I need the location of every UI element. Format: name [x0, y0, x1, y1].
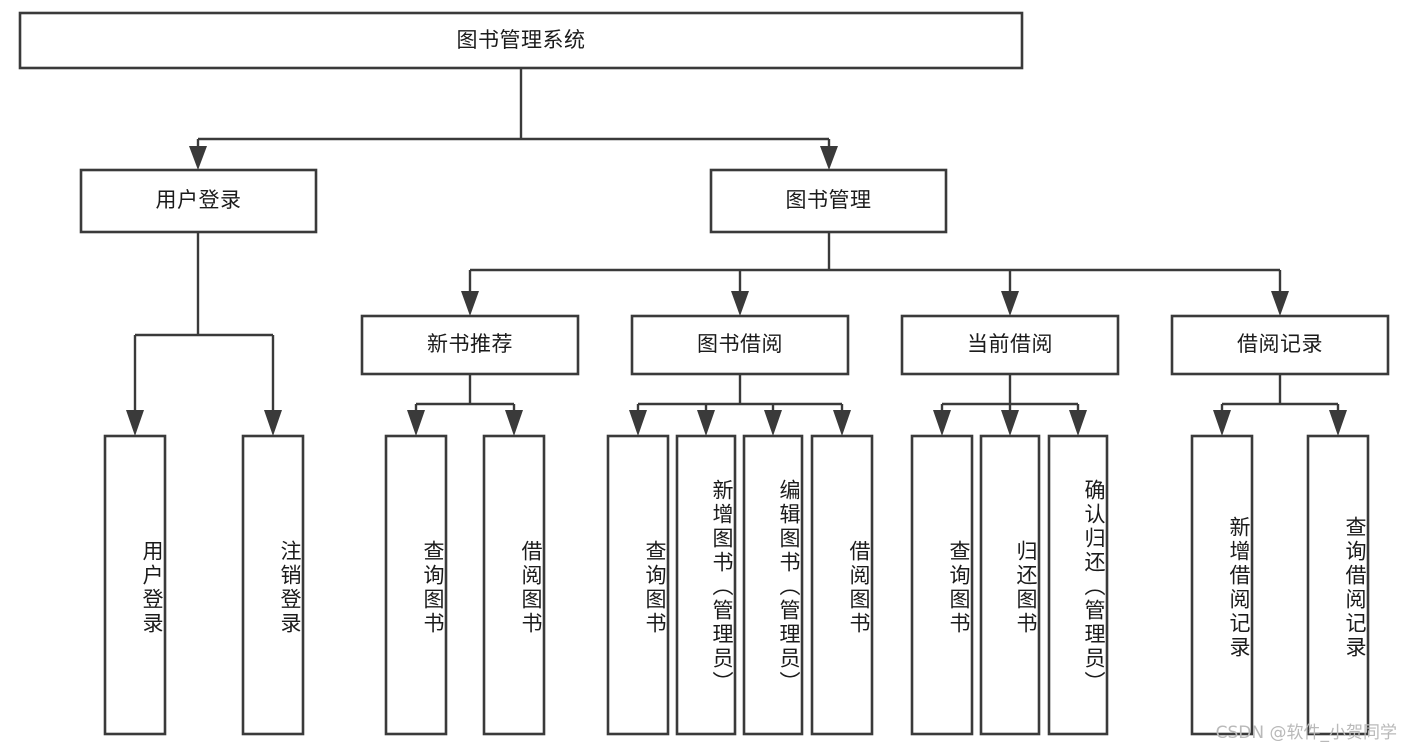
node-box-leaf-borrow-3[interactable]: [742, 434, 804, 736]
arrow-user-login-leaf-1: [126, 410, 144, 436]
arrow-root-to-user-login: [189, 146, 207, 170]
arrow-book-mgmt-to-new-books: [461, 291, 479, 316]
node-box-leaf-current-3[interactable]: [1047, 434, 1109, 736]
node-box-leaf-current-2[interactable]: [979, 434, 1041, 736]
node-box-leaf-user-login-1[interactable]: [103, 434, 167, 736]
node-box-leaf-current-1[interactable]: [910, 434, 974, 736]
node-box-root[interactable]: [18, 11, 1024, 70]
arrow-user-login-leaf-2: [264, 410, 282, 436]
arrow-new-books-leaf-1: [407, 410, 425, 436]
node-box-book-mgmt[interactable]: [709, 168, 948, 234]
arrow-current-leaf-3: [1069, 410, 1087, 436]
arrow-book-mgmt-to-borrow: [731, 291, 749, 316]
node-box-leaf-new-books-1[interactable]: [384, 434, 448, 736]
arrow-borrow-leaf-4: [833, 410, 851, 436]
node-box-new-books[interactable]: [360, 314, 580, 376]
arrow-new-books-leaf-2: [505, 410, 523, 436]
node-box-leaf-records-2[interactable]: [1306, 434, 1370, 736]
arrow-records-leaf-1: [1213, 410, 1231, 436]
node-box-records[interactable]: [1170, 314, 1390, 376]
arrow-borrow-leaf-2: [697, 410, 715, 436]
arrow-current-leaf-2: [1001, 410, 1019, 436]
arrow-borrow-leaf-3: [764, 410, 782, 436]
node-box-leaf-borrow-2[interactable]: [675, 434, 737, 736]
node-box-current[interactable]: [900, 314, 1120, 376]
node-box-leaf-user-login-2[interactable]: [241, 434, 305, 736]
nodes-group: [18, 11, 1390, 736]
node-box-borrow[interactable]: [630, 314, 850, 376]
arrow-borrow-leaf-1: [629, 410, 647, 436]
node-box-leaf-borrow-1[interactable]: [606, 434, 670, 736]
arrow-root-to-book-mgmt: [820, 146, 838, 170]
node-box-leaf-records-1[interactable]: [1190, 434, 1254, 736]
node-box-leaf-borrow-4[interactable]: [810, 434, 874, 736]
arrow-current-leaf-1: [933, 410, 951, 436]
arrow-book-mgmt-to-current: [1001, 291, 1019, 316]
arrow-records-leaf-2: [1329, 410, 1347, 436]
node-box-user-login[interactable]: [79, 168, 318, 234]
node-box-leaf-new-books-2[interactable]: [482, 434, 546, 736]
arrow-book-mgmt-to-records: [1271, 291, 1289, 316]
edges-group: [126, 68, 1347, 436]
